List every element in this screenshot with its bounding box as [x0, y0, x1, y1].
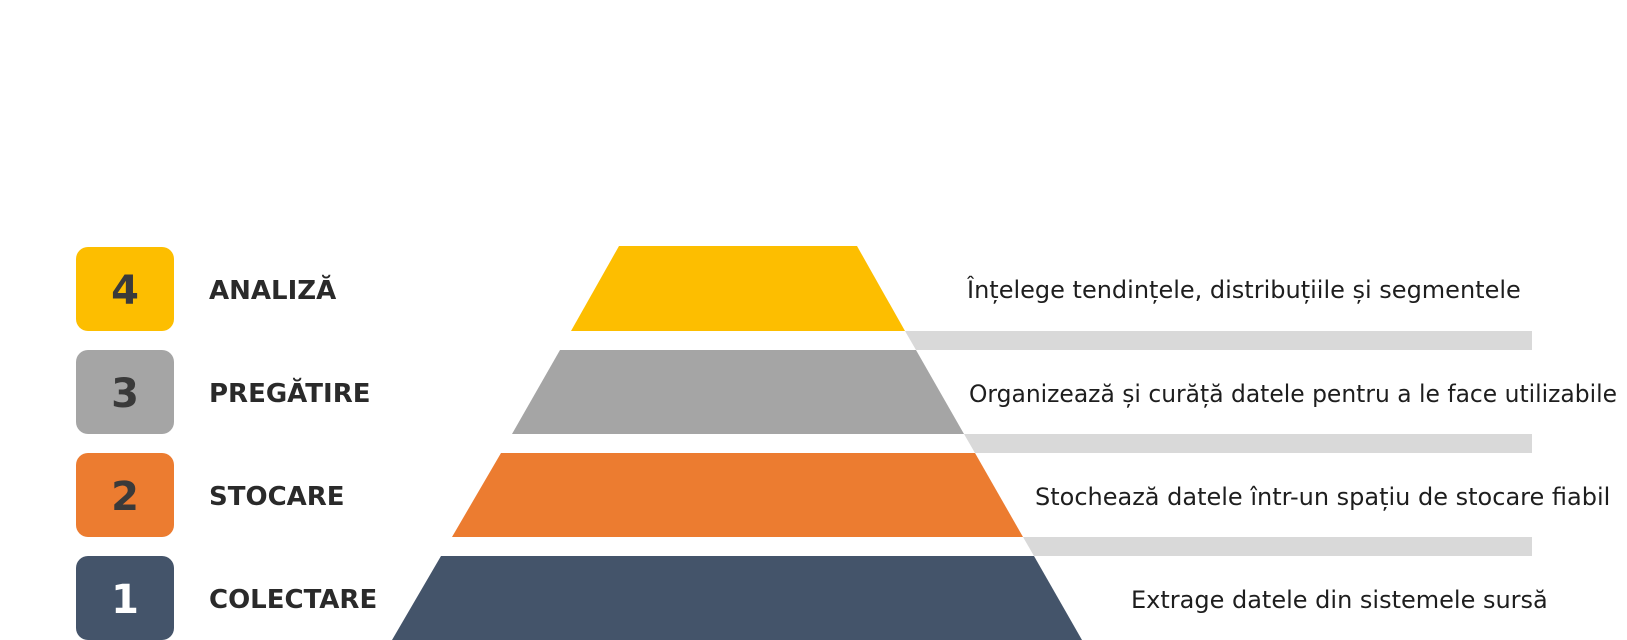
level-3-number: 3 [111, 371, 139, 417]
level-4-number: 4 [111, 268, 139, 314]
level-1: 1 COLECTARE Extrage datele din sistemele… [76, 556, 1548, 640]
level-3: 3 PREGĂTIRE Organizează și curăță datele… [76, 350, 1617, 453]
level-4-connector [905, 331, 1532, 350]
level-4-description: Înțelege tendințele, distribuțiile și se… [966, 275, 1521, 304]
level-3-badge [76, 350, 174, 434]
level-4-trapezoid [571, 246, 905, 331]
level-3-connector [964, 434, 1532, 453]
level-1-description: Extrage datele din sistemele sursă [1131, 586, 1548, 614]
level-4-label: ANALIZĂ [209, 274, 336, 306]
level-1-label: COLECTARE [209, 585, 377, 615]
level-1-trapezoid [392, 556, 1082, 640]
level-2: 2 STOCARE Stochează datele într-un spați… [76, 453, 1610, 556]
level-3-trapezoid [512, 350, 964, 434]
level-1-number: 1 [111, 577, 139, 623]
level-2-connector [1023, 537, 1532, 556]
level-2-trapezoid [452, 453, 1023, 537]
level-2-number: 2 [111, 474, 139, 520]
level-2-badge [76, 453, 174, 537]
level-4: 4 ANALIZĂ Înțelege tendințele, distribuț… [76, 246, 1532, 350]
level-3-label: PREGĂTIRE [209, 377, 370, 409]
level-4-badge [76, 247, 174, 331]
level-3-description: Organizează și curăță datele pentru a le… [969, 380, 1617, 408]
level-1-badge [76, 556, 174, 640]
level-2-label: STOCARE [209, 482, 345, 512]
level-2-description: Stochează datele într-un spațiu de stoca… [1035, 483, 1610, 511]
